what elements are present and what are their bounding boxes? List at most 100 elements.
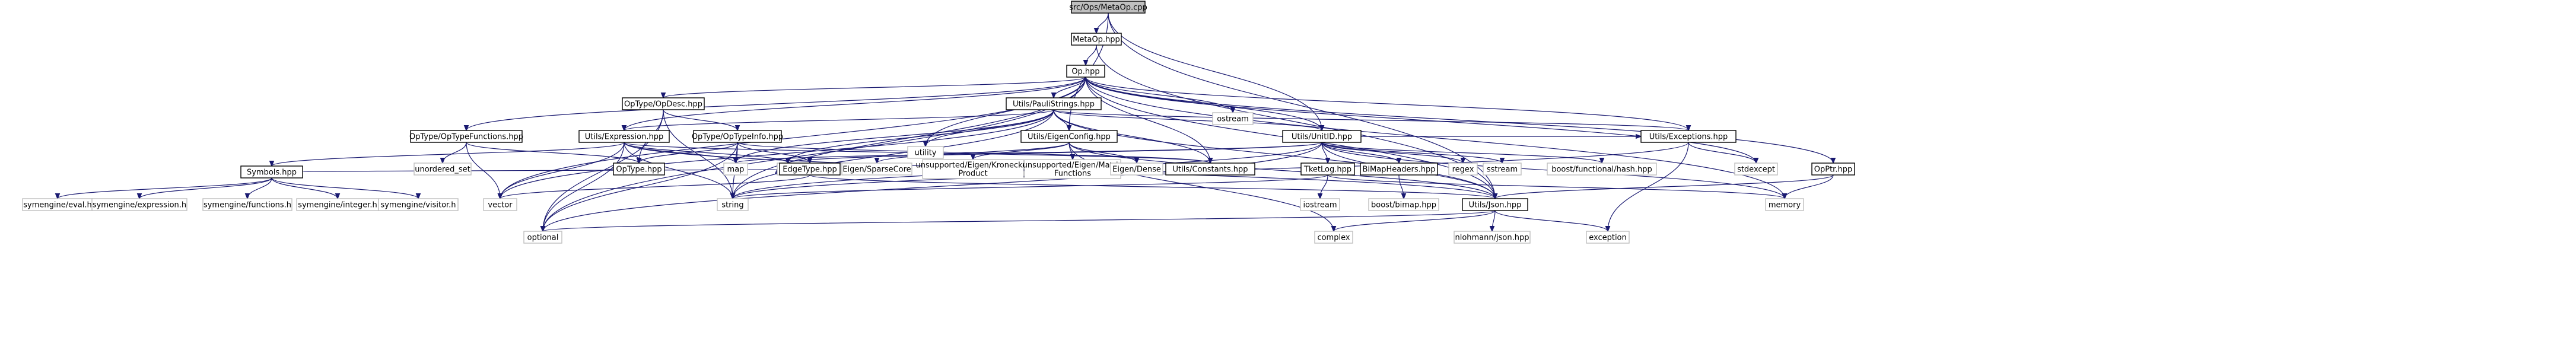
node-label-memory: memory xyxy=(1769,201,1801,210)
node-label-symengine-expression: symengine/expression.h xyxy=(93,201,186,210)
edge-eigenconfig-to-utils-json xyxy=(1068,142,1495,199)
node-eigenconfig[interactable]: Utils/EigenConfig.hpp xyxy=(1020,130,1118,143)
edge-paulistrings-to-set xyxy=(788,109,1054,163)
node-bimapheaders[interactable]: BiMapHeaders.hpp xyxy=(1360,162,1438,176)
node-box-ostream xyxy=(1212,112,1254,125)
node-box-unitid xyxy=(1282,130,1362,143)
node-label-op-hpp: Op.hpp xyxy=(1071,68,1099,77)
node-box-symengine-expression xyxy=(91,198,187,211)
edge-tketlog-to-string xyxy=(733,174,1328,199)
node-label-metaop-cpp: src/Ops/MetaOp.cpp xyxy=(1069,4,1147,12)
node-box-optype xyxy=(613,162,665,176)
node-label-utils-expression: Utils/Expression.hpp xyxy=(585,133,663,142)
node-label-optype: OpType.hpp xyxy=(616,165,662,174)
node-label-optional: optional xyxy=(527,234,559,243)
node-box-utils-json xyxy=(1462,198,1528,211)
node-utility: utility xyxy=(907,146,944,159)
node-label-utility: utility xyxy=(915,149,937,158)
node-box-op-hpp xyxy=(1066,65,1105,78)
node-box-unordered-set xyxy=(414,162,472,176)
node-opdesc[interactable]: OpType/OpDesc.hpp xyxy=(622,97,705,110)
node-label-eigenconfig: Utils/EigenConfig.hpp xyxy=(1028,133,1111,142)
edge-paulistrings-to-utils-json xyxy=(1053,109,1495,199)
node-optype[interactable]: OpType.hpp xyxy=(613,162,665,176)
node-optypeinfo[interactable]: OpType/OpTypeInfo.hpp xyxy=(692,130,783,143)
edge-paulistrings-to-vector xyxy=(500,109,1054,199)
node-label-stdexcept: stdexcept xyxy=(1737,165,1775,174)
node-optypefunctions[interactable]: OpType/OpTypeFunctions.hpp xyxy=(409,130,523,143)
node-unitid[interactable]: Utils/UnitID.hpp xyxy=(1282,130,1362,143)
node-label-iostream: iostream xyxy=(1303,201,1337,210)
node-box-eigen-sparsecore xyxy=(841,162,912,176)
edge-op-hpp-to-paulistrings xyxy=(1054,77,1086,98)
edge-tketlog-to-memory xyxy=(1327,174,1785,199)
node-regex: regex xyxy=(1448,162,1478,176)
node-label-optypeinfo: OpType/OpTypeInfo.hpp xyxy=(692,133,783,142)
node-symengine-expression: symengine/expression.h xyxy=(91,198,187,211)
node-label-symengine-integer: symengine/integer.h xyxy=(298,201,377,210)
edge-unitid-to-optional xyxy=(543,142,1322,231)
node-label-boost-hash: boost/functional/hash.hpp xyxy=(1551,165,1652,174)
node-paulistrings[interactable]: Utils/PauliStrings.hpp xyxy=(1006,97,1102,110)
node-map: map xyxy=(723,162,748,176)
node-box-metaop-hpp xyxy=(1071,33,1122,46)
node-metaop-cpp[interactable]: src/Ops/MetaOp.cpp xyxy=(1069,1,1147,14)
edge-optypefunctions-to-optype xyxy=(466,142,639,163)
node-label-nlohmann-json: nlohmann/json.hpp xyxy=(1455,234,1529,243)
node-edgetype[interactable]: EdgeType.hpp xyxy=(779,162,841,176)
edge-utils-expression-to-string xyxy=(624,142,733,199)
edge-op-hpp-to-optypefunctions xyxy=(466,77,1086,130)
node-exceptions[interactable]: Utils/Exceptions.hpp xyxy=(1640,130,1737,143)
node-label-symengine-functions: symengine/functions.h xyxy=(203,201,291,210)
node-unordered-set: unordered_set xyxy=(414,162,472,176)
edge-eigenconfig-to-complex xyxy=(1068,142,1334,231)
node-box-optypefunctions xyxy=(410,130,523,143)
node-label-symengine-visitor: symengine/visitor.h xyxy=(380,201,456,210)
node-box-iostream xyxy=(1300,198,1340,211)
node-label-unordered-set: unordered_set xyxy=(415,165,470,174)
node-tketlog[interactable]: TketLog.hpp xyxy=(1300,162,1355,176)
edge-paulistrings-to-utils-expression xyxy=(624,109,1054,130)
node-vector: vector xyxy=(483,198,517,211)
edge-symbols-to-set xyxy=(302,169,777,172)
node-box-exception xyxy=(1586,231,1630,244)
node-utils-expression[interactable]: Utils/Expression.hpp xyxy=(578,130,670,143)
node-complex: complex xyxy=(1314,231,1353,244)
edge-tketlog-to-iostream xyxy=(1320,174,1328,199)
edge-metaop-hpp-to-utils-json xyxy=(1096,44,1495,199)
node-label-opdesc: OpType/OpDesc.hpp xyxy=(624,100,702,109)
node-symengine-eval: symengine/eval.h xyxy=(22,198,93,211)
edge-utils-json-to-exception xyxy=(1494,210,1608,231)
edge-op-hpp-to-utils-expression xyxy=(624,77,1086,130)
node-eigen-sparsecore: Eigen/SparseCore xyxy=(841,162,912,176)
node-label-eigen-dense: Eigen/Dense xyxy=(1112,165,1161,174)
node-constants[interactable]: Utils/Constants.hpp xyxy=(1165,162,1255,176)
node-box-bimapheaders xyxy=(1360,162,1438,176)
node-label-exception: exception xyxy=(1589,234,1627,243)
node-optional: optional xyxy=(523,231,562,244)
node-label-symbols: Symbols.hpp xyxy=(247,168,297,177)
node-label-vector: vector xyxy=(488,201,513,210)
node-opptr[interactable]: OpPtr.hpp xyxy=(1811,162,1855,176)
node-box-regex xyxy=(1448,162,1478,176)
node-label-opptr: OpPtr.hpp xyxy=(1814,165,1852,174)
edge-unitid-to-regex xyxy=(1321,142,1463,164)
node-label-complex: complex xyxy=(1317,234,1350,243)
edge-utils-expression-to-set xyxy=(624,142,788,163)
edge-utils-expression-to-optional xyxy=(543,142,625,231)
node-symbols[interactable]: Symbols.hpp xyxy=(240,165,303,179)
node-utils-json[interactable]: Utils/Json.hpp xyxy=(1462,198,1528,211)
node-box-stdexcept xyxy=(1734,162,1778,176)
node-op-hpp[interactable]: Op.hpp xyxy=(1066,65,1105,78)
node-label-metaop-hpp: MetaOp.hpp xyxy=(1073,36,1120,44)
edge-utils-json-to-complex xyxy=(1334,210,1496,231)
node-box-complex xyxy=(1314,231,1353,244)
node-metaop-hpp[interactable]: MetaOp.hpp xyxy=(1071,33,1122,46)
edge-utils-json-to-nlohmann-json xyxy=(1492,210,1496,231)
edge-op-hpp-to-opdesc xyxy=(663,77,1086,98)
edge-symbols-to-symengine-integer xyxy=(271,177,338,199)
edge-paulistrings-to-eigenconfig xyxy=(1053,109,1069,130)
edge-paulistrings-to-unitid xyxy=(1053,109,1322,130)
